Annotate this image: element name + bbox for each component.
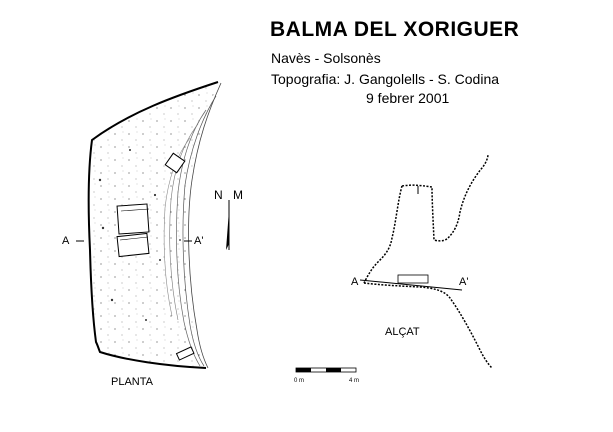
plan-contour — [182, 95, 217, 367]
plan-view — [76, 81, 222, 369]
elevation-label: ALÇAT — [385, 326, 420, 338]
section-end-label: A' — [459, 276, 469, 288]
section-view — [359, 153, 493, 369]
plan-wall-left — [87, 81, 219, 369]
section-floor — [363, 282, 493, 369]
plan-contour — [176, 109, 207, 367]
plan-label: PLANTA — [111, 376, 153, 388]
credits-text: Topografia: J. Gangolells - S. Codina — [271, 71, 500, 87]
survey-date: 9 febrer 2001 — [366, 90, 450, 106]
plan-contour — [188, 82, 222, 369]
section-start-label: A — [351, 276, 359, 288]
scale-bar — [295, 367, 357, 373]
plan-section-end-label: A' — [194, 235, 204, 247]
scale-start-label: 0 m — [294, 378, 305, 384]
plan-section-start-label: A — [62, 235, 70, 247]
plan-pebbles — [98, 149, 181, 321]
section-wall-left — [401, 153, 489, 242]
map-title: BALMA DEL XORIGUER — [270, 18, 520, 41]
section-line — [359, 279, 463, 291]
scale-end-label: 4 m — [349, 378, 360, 384]
section-block — [397, 274, 429, 284]
section-wall-outer — [363, 185, 403, 284]
north-arrow — [226, 200, 230, 250]
plan-blocks — [116, 152, 195, 361]
plan-floor-outline — [89, 82, 218, 368]
north-label-m: M — [233, 188, 243, 202]
location-text: Navès - Solsonès — [271, 50, 381, 66]
north-label-n: N — [214, 188, 223, 202]
